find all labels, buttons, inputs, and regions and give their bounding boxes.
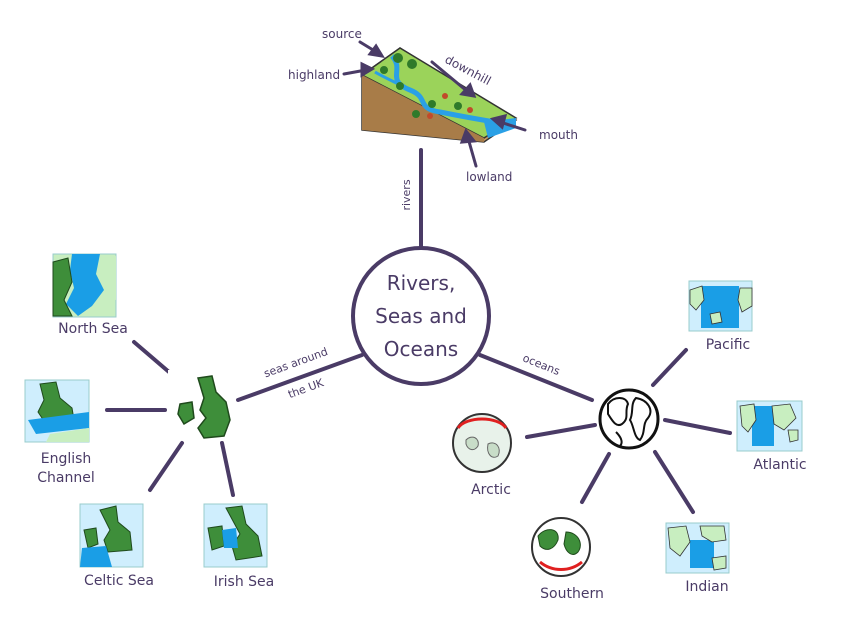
pacific-map-image	[688, 280, 753, 332]
southern-label: Southern	[540, 586, 604, 602]
river-label-source: source	[322, 27, 362, 41]
pacific-label: Pacific	[706, 337, 751, 353]
branch-label-seas-1: seas around	[262, 345, 330, 380]
line-irish-sea	[220, 441, 235, 497]
central-title-line1: Rivers,	[387, 271, 456, 295]
line-pacific	[651, 348, 688, 387]
line-southern	[580, 452, 611, 504]
line-seas	[236, 353, 364, 402]
arctic-label: Arctic	[471, 482, 511, 498]
central-title-line2: Seas and	[375, 304, 467, 328]
line-arctic	[525, 423, 597, 439]
line-atlantic	[663, 418, 732, 435]
arctic-globe-image	[452, 413, 512, 473]
line-celtic-sea	[148, 441, 184, 492]
river-label-lowland: lowland	[466, 170, 512, 184]
celtic-sea-label: Celtic Sea	[84, 573, 154, 589]
southern-globe-image	[531, 517, 591, 577]
line-indian	[653, 450, 695, 514]
branch-label-rivers: rivers	[400, 179, 413, 210]
english-channel-label-line2: Channel	[37, 470, 94, 486]
irish-sea-label: Irish Sea	[214, 574, 274, 590]
uk-map-image	[168, 370, 234, 440]
river-landscape-image	[360, 47, 518, 143]
central-title-line3: Oceans	[384, 337, 458, 361]
celtic-sea-map-image	[79, 503, 144, 568]
english-channel-label-line1: English	[41, 451, 92, 467]
north-sea-map-image	[52, 253, 117, 318]
globe-icon	[598, 388, 660, 450]
irish-sea-map-image	[203, 503, 268, 568]
english-channel-map-image	[24, 379, 90, 443]
central-node: Rivers, Seas and Oceans	[351, 246, 491, 386]
line-oceans	[478, 353, 594, 402]
atlantic-label: Atlantic	[753, 457, 806, 473]
atlantic-map-image	[736, 400, 803, 452]
river-label-highland: highland	[288, 68, 340, 82]
indian-label: Indian	[685, 579, 728, 595]
indian-map-image	[665, 522, 730, 574]
north-sea-label: North Sea	[58, 321, 128, 337]
river-label-mouth: mouth	[539, 128, 578, 142]
